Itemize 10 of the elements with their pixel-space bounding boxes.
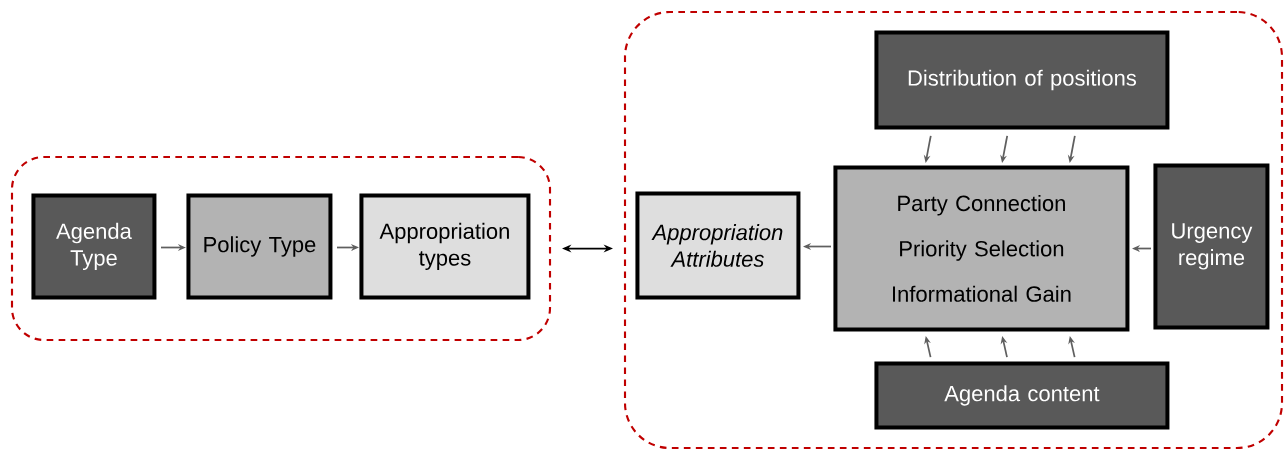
dashed-group-frame [10,155,552,342]
process-box: Appropriation types [359,193,531,300]
process-box: Policy Type [186,193,333,300]
process-box: Agenda Type [31,193,157,300]
process-box: Agenda content [874,361,1170,430]
dashed-group-frame [623,10,1284,450]
process-box: Party Connection Priority Selection Informational Gain [833,165,1130,332]
process-box: Urgency regime [1153,163,1270,330]
process-box: Distribution of positions [874,30,1170,130]
process-box: Appropriation Attributes [635,191,801,300]
